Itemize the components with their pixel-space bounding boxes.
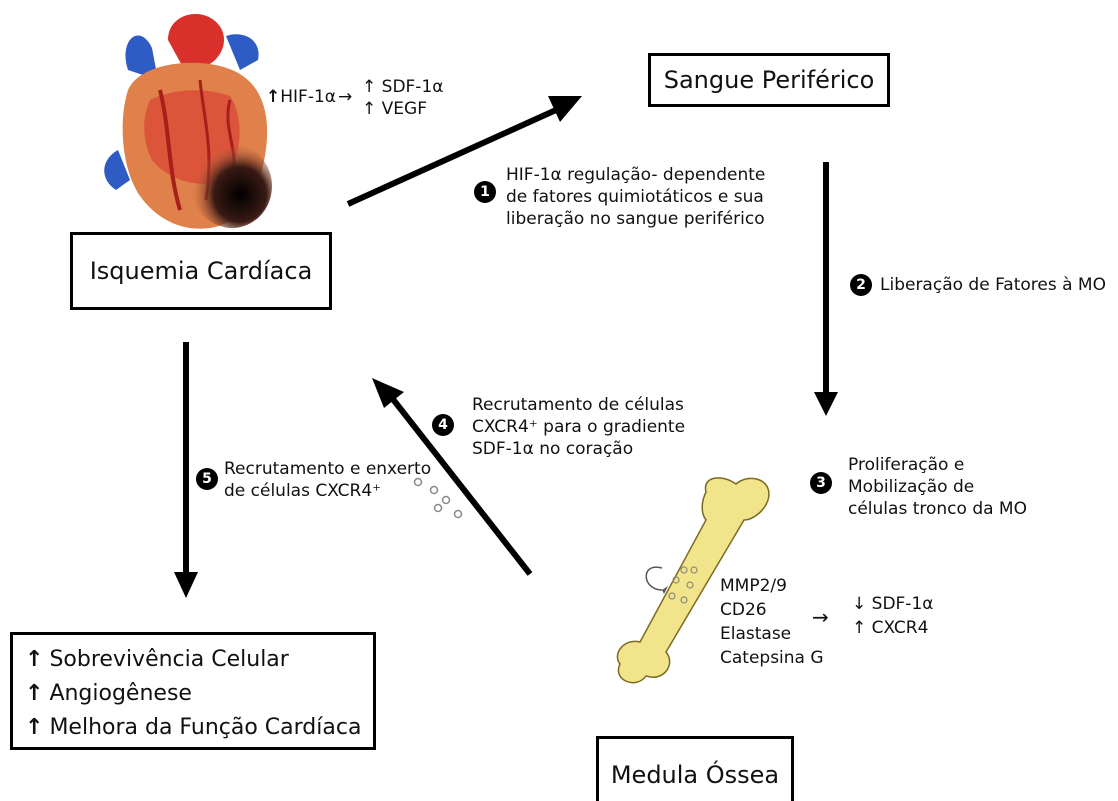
step-1-line: HIF-1α regulação- dependente	[506, 164, 765, 186]
node-ischemia: Isquemia Cardíaca	[70, 232, 332, 310]
step-3-line: Mobilização de	[848, 476, 1027, 498]
enzyme-item: Catepsina G	[720, 646, 824, 670]
enzyme-item: CD26	[720, 598, 824, 622]
hif-text: HIF-1α	[280, 87, 336, 107]
enzyme-effect-item: ↑ CXCR4	[852, 616, 933, 640]
enzyme-list: MMP2/9 CD26 Elastase Catepsina G	[720, 574, 824, 670]
up-arrow-icon: ↑	[25, 681, 43, 706]
step-3-text: Proliferação e Mobilização de células tr…	[848, 454, 1027, 520]
step-3-badge: 3	[810, 472, 832, 494]
node-marrow: Medula Óssea	[596, 736, 794, 801]
heart-hif-label: ↑HIF-1α→	[266, 86, 352, 108]
heart-factor-vegf: ↑ VEGF	[362, 98, 443, 120]
heart-illustration	[104, 14, 272, 229]
step-5-text: Recrutamento e enxerto de células CXCR4⁺	[224, 458, 431, 502]
step-4-line: SDF-1α no coração	[472, 438, 685, 460]
up-arrow-icon: ↑	[25, 647, 43, 672]
outcome-row: ↑Angiogênese	[25, 677, 373, 711]
step-1-line: de fatores quimiotáticos e sua	[506, 186, 765, 208]
step-3-line: células tronco da MO	[848, 498, 1027, 520]
step-5-badge: 5	[196, 468, 218, 490]
enzyme-arrow-icon: →	[812, 606, 829, 628]
step-3-line: Proliferação e	[848, 454, 1027, 476]
step-1-text: HIF-1α regulação- dependente de fatores …	[506, 164, 765, 230]
outcome-text: Melhora da Função Cardíaca	[49, 715, 361, 740]
arrow-ischemia-to-outcomes	[174, 342, 198, 598]
enzyme-item: Elastase	[720, 622, 824, 646]
node-blood: Sangue Periférico	[648, 53, 890, 107]
step-2-line: Liberação de Fatores à MO	[880, 274, 1106, 296]
step-4-text: Recrutamento de células CXCR4⁺ para o gr…	[472, 394, 685, 460]
up-arrow-icon: ↑	[25, 715, 43, 740]
enzyme-effects: ↓ SDF-1α ↑ CXCR4	[852, 592, 933, 640]
outcomes-box: ↑Sobrevivência Celular ↑Angiogênese ↑Mel…	[10, 632, 376, 750]
node-marrow-label: Medula Óssea	[611, 761, 779, 789]
step-2-badge: 2	[850, 274, 872, 296]
enzyme-item: MMP2/9	[720, 574, 824, 598]
step-5-line: Recrutamento e enxerto	[224, 458, 431, 480]
outcome-row: ↑Sobrevivência Celular	[25, 643, 373, 677]
node-blood-label: Sangue Periférico	[664, 66, 875, 94]
step-5-line: de células CXCR4⁺	[224, 480, 431, 502]
node-ischemia-label: Isquemia Cardíaca	[90, 257, 313, 285]
enzyme-effect-item: ↓ SDF-1α	[852, 592, 933, 616]
step-4-line: Recrutamento de células	[472, 394, 685, 416]
outcome-text: Sobrevivência Celular	[49, 647, 288, 672]
step-1-line: liberação no sangue periférico	[506, 208, 765, 230]
heart-factors-list: ↑ SDF-1α ↑ VEGF	[362, 76, 443, 120]
step-1-badge: 1	[474, 181, 496, 203]
step-4-badge: 4	[432, 414, 454, 436]
step-2-text: Liberação de Fatores à MO	[880, 274, 1106, 296]
outcome-row: ↑Melhora da Função Cardíaca	[25, 711, 373, 745]
outcome-text: Angiogênese	[49, 681, 192, 706]
up-arrow-icon: ↑	[266, 87, 280, 107]
step-4-line: CXCR4⁺ para o gradiente	[472, 416, 685, 438]
arrow-blood-to-marrow	[814, 162, 838, 416]
heart-factor-sdf: ↑ SDF-1α	[362, 76, 443, 98]
right-arrow-icon: →	[338, 87, 352, 107]
